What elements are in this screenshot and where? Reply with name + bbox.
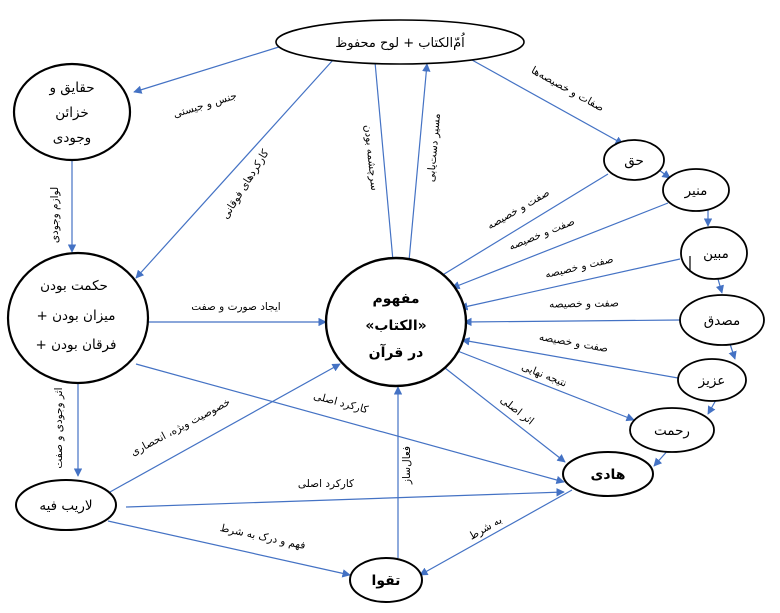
label-sefat-main: صفات و خصیصه‌ها bbox=[529, 64, 606, 114]
node-musaddiq-label: مصدق bbox=[704, 313, 741, 329]
node-haqq-label: حق bbox=[624, 153, 644, 169]
node-rahmat: رحمت bbox=[629, 407, 715, 453]
edge-haqq-to-center bbox=[435, 173, 609, 280]
edge-umm-to-center bbox=[374, 61, 398, 273]
edge-mubin-to-musaddiq bbox=[715, 278, 724, 294]
label-asar-asli: اثر اصلی bbox=[498, 394, 536, 427]
node-hikmat-line-1: حکمت بودن bbox=[40, 278, 108, 294]
edge-center-to-hadi bbox=[444, 367, 566, 463]
edge-lareib-to-hadi bbox=[125, 488, 565, 508]
node-munir-label: منیر bbox=[684, 183, 708, 199]
edge-umm-to-hikmat bbox=[135, 59, 334, 279]
edge-mubin-to-center bbox=[459, 258, 681, 311]
label-musaddiq-sefat: صفت و خصیصه bbox=[549, 297, 619, 310]
edge-aziz-to-center bbox=[461, 337, 679, 379]
edge-center-to-umm bbox=[407, 63, 431, 273]
node-mubin: مبین bbox=[680, 226, 748, 280]
node-lareib: لاریب فیه bbox=[15, 479, 117, 531]
node-haqaiq-line-1: حقایق و bbox=[48, 80, 94, 96]
node-center: مفهوم «الکتاب» در قرآن bbox=[324, 256, 468, 388]
label-sarcheshme: سرچشمه بودن bbox=[362, 124, 381, 191]
edge-aziz-to-rahmat bbox=[707, 399, 717, 415]
label-asar-vojoodi: اثر وجودی و صفت bbox=[53, 387, 65, 468]
label-jins: جنس و جیستی bbox=[172, 90, 238, 121]
node-hikmat-line-2: + میزان بودن bbox=[37, 308, 116, 324]
node-aziz-label: عزیز bbox=[698, 373, 726, 389]
edge-munir-to-center bbox=[451, 202, 669, 290]
label-lawazim: لوازم وجودی bbox=[49, 187, 61, 243]
label-aziz-sefat: صفت و خصیصه bbox=[538, 331, 609, 355]
node-taqwa: تقوا bbox=[349, 557, 423, 603]
node-hikmat-line-3: + فرقان بودن bbox=[36, 337, 117, 353]
edge-umm-to-haqq bbox=[471, 59, 624, 145]
edge-haqq-to-munir bbox=[658, 169, 671, 179]
label-fa-al-saz: فعال‌ساز bbox=[401, 446, 413, 485]
node-hikmat: حکمت بودن + میزان بودن + فرقان بودن bbox=[6, 251, 150, 385]
edge-musaddiq-to-center bbox=[463, 317, 681, 327]
label-karkard-asli-1: کارکرد اصلی bbox=[312, 390, 369, 416]
label-ijad: ایجاد صورت و صفت bbox=[191, 301, 280, 313]
node-hadi-label: هادی bbox=[591, 467, 626, 483]
node-musaddiq: مصدق bbox=[679, 294, 765, 346]
node-taqwa-label: تقوا bbox=[372, 573, 401, 589]
node-umm: اُمّ‌الکتاب + لوح محفوظ bbox=[275, 19, 525, 65]
node-munir: منیر bbox=[662, 168, 730, 212]
edge-lareib-to-taqwa bbox=[107, 520, 351, 578]
edge-lareib-to-center bbox=[109, 363, 341, 493]
node-center-line-3: در قرآن bbox=[369, 343, 424, 361]
label-haqq-sefat: صفت و خصیصه bbox=[485, 187, 552, 232]
edge-musaddiq-to-aziz bbox=[728, 343, 737, 360]
edge-hikmat-to-hadi bbox=[135, 363, 565, 485]
node-mubin-label: مبین bbox=[703, 246, 729, 262]
label-fahm: فهم و درک به شرط bbox=[219, 522, 307, 552]
edge-hadi-to-taqwa bbox=[419, 489, 573, 576]
edge-center-to-rahmat bbox=[454, 349, 635, 422]
node-umm-label: اُمّ‌الکتاب + لوح محفوظ bbox=[335, 32, 466, 51]
label-mubin-sefat: صفت و خصیصه bbox=[544, 253, 615, 280]
node-haqaiq-line-3: وجودی bbox=[53, 130, 91, 146]
label-karkard-foqani: کارکردهای فوقانی bbox=[219, 148, 271, 222]
label-karkard-asli-2: کارکرد اصلی bbox=[298, 478, 354, 490]
node-haqaiq: حقایق و خزائن وجودی bbox=[12, 62, 132, 162]
edge-umm-to-haqaiq bbox=[133, 45, 283, 94]
node-haqq: حق bbox=[603, 139, 665, 181]
node-center-line-2: «الکتاب» bbox=[365, 318, 426, 334]
node-lareib-label: لاریب فیه bbox=[39, 498, 92, 514]
node-center-line-1: مفهوم bbox=[372, 291, 419, 307]
node-rahmat-label: رحمت bbox=[654, 423, 690, 439]
label-munir-sefat: صفت و خصیصه bbox=[507, 216, 576, 253]
node-aziz: عزیز bbox=[677, 358, 747, 402]
label-khosoosiat: خصوصیت ویژه، انحصاری bbox=[129, 396, 233, 459]
node-hadi: هادی bbox=[562, 451, 654, 497]
node-haqaiq-line-2: خزائن bbox=[55, 105, 89, 121]
label-masir: مسیر دست‌یابی bbox=[425, 113, 443, 183]
edges bbox=[67, 45, 737, 578]
